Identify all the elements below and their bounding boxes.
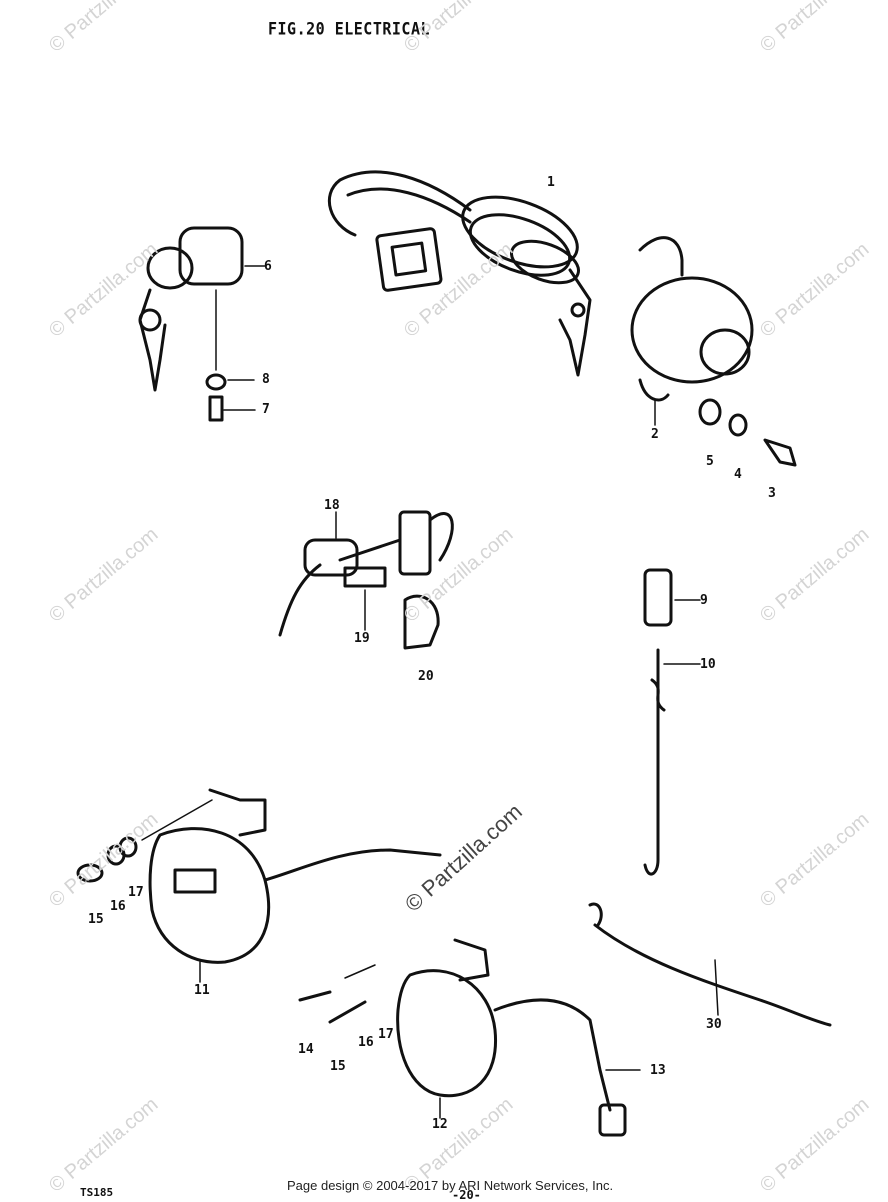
bolt-14 [298,990,332,1002]
callout-7: 7 [262,402,270,417]
callout-15b: 15 [330,1059,346,1074]
callout-16b: 16 [358,1035,374,1050]
callout-10: 10 [700,657,716,672]
horn-11 [148,788,442,964]
callout-2: 2 [651,427,659,442]
callout-19: 19 [354,631,370,646]
callout-14: 14 [298,1042,314,1057]
bolt-15 [76,863,104,883]
callout-6: 6 [264,259,272,274]
callout-13: 13 [650,1063,666,1078]
callout-17b: 17 [378,1027,394,1042]
condenser-assembly [278,510,454,650]
washer-8 [205,373,227,391]
copyright-footer: Page design © 2004-2017 by ARI Network S… [287,1178,614,1193]
bolt-15b [328,1000,367,1024]
cable-30 [588,902,832,1027]
callout-9: 9 [700,593,708,608]
callout-8: 8 [262,372,270,387]
page-reference: TS185 [80,1186,114,1199]
washer-4 [728,413,748,437]
lock-switch-6 [138,226,244,392]
callout-3: 3 [768,486,776,501]
washer-5 [698,398,722,426]
ignition-switch-assembly [327,170,592,377]
callout-15a: 15 [88,912,104,927]
horn-12 [396,938,627,1137]
callout-30: 30 [706,1017,722,1032]
callout-17a: 17 [128,885,144,900]
figure-title: FIG.20 ELECTRICAL [268,19,431,39]
switch-housing [630,236,754,402]
callout-12: 12 [432,1117,448,1132]
callout-4: 4 [734,467,742,482]
screw-7 [208,395,224,422]
callout-11: 11 [194,983,210,998]
callout-1: 1 [547,175,555,190]
callout-5: 5 [706,454,714,469]
page-number: -20- [452,1188,481,1202]
brake-switch-spring [643,568,673,876]
callout-18: 18 [324,498,340,513]
callout-20: 20 [418,669,434,684]
washer-17 [118,836,138,858]
screw-3 [763,438,797,467]
leader-lines [141,265,719,1119]
callout-16a: 16 [110,899,126,914]
